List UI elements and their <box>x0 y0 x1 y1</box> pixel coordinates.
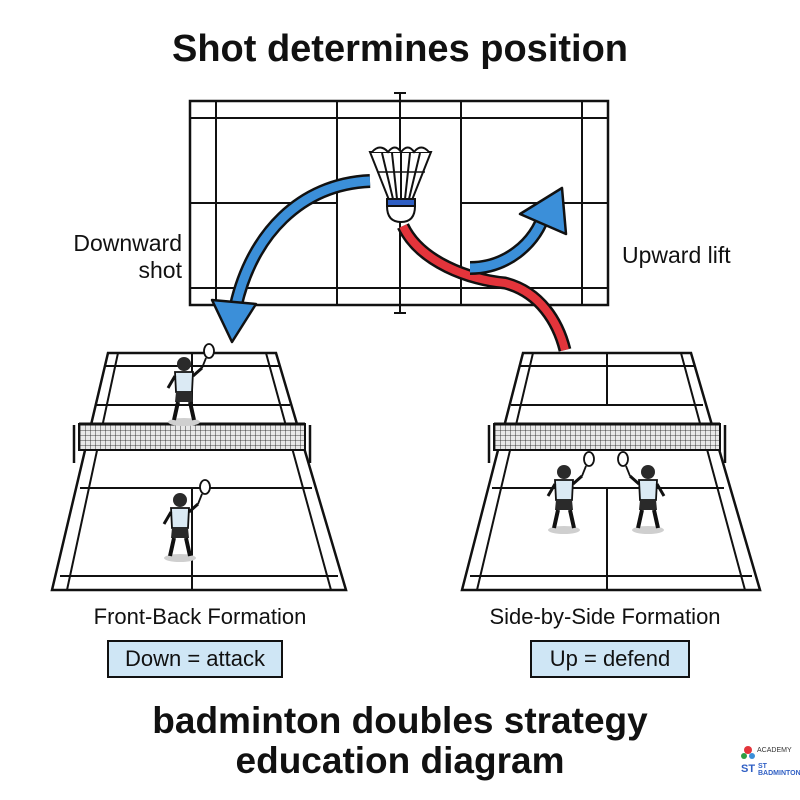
player-left-side <box>546 450 596 536</box>
player-right-side <box>616 450 666 536</box>
downward-label-line1: Downward <box>73 230 182 256</box>
footer-title-line2: education diagram <box>235 740 565 781</box>
upward-lift-label: Upward lift <box>622 242 731 268</box>
downward-shot-arrow <box>210 174 371 344</box>
player-back <box>162 478 212 564</box>
academy-logo-icon: ST <box>741 746 755 775</box>
side-by-side-court <box>460 351 762 592</box>
upward-lift-arrow <box>469 186 568 275</box>
svg-text:ST: ST <box>741 763 755 775</box>
left-net <box>72 422 312 463</box>
front-back-court <box>50 351 348 592</box>
front-back-label: Front-Back Formation <box>93 604 307 629</box>
side-by-side-label: Side-by-Side Formation <box>489 604 721 629</box>
diagram-title: Shot determines position <box>171 28 629 70</box>
downward-label-line2: shot <box>138 257 182 283</box>
shuttlecock-icon <box>368 146 433 224</box>
downward-shot-label: Downward shot <box>62 230 182 284</box>
right-net <box>487 422 727 463</box>
up-defend-badge: Up = defend <box>530 640 690 678</box>
logo-text-line2: ST BADMINTON <box>758 763 800 777</box>
down-attack-badge: Down = attack <box>107 640 283 678</box>
footer-title-line1: badminton doubles strategy <box>152 700 648 741</box>
logo-text-line1: ACADEMY <box>757 747 792 754</box>
